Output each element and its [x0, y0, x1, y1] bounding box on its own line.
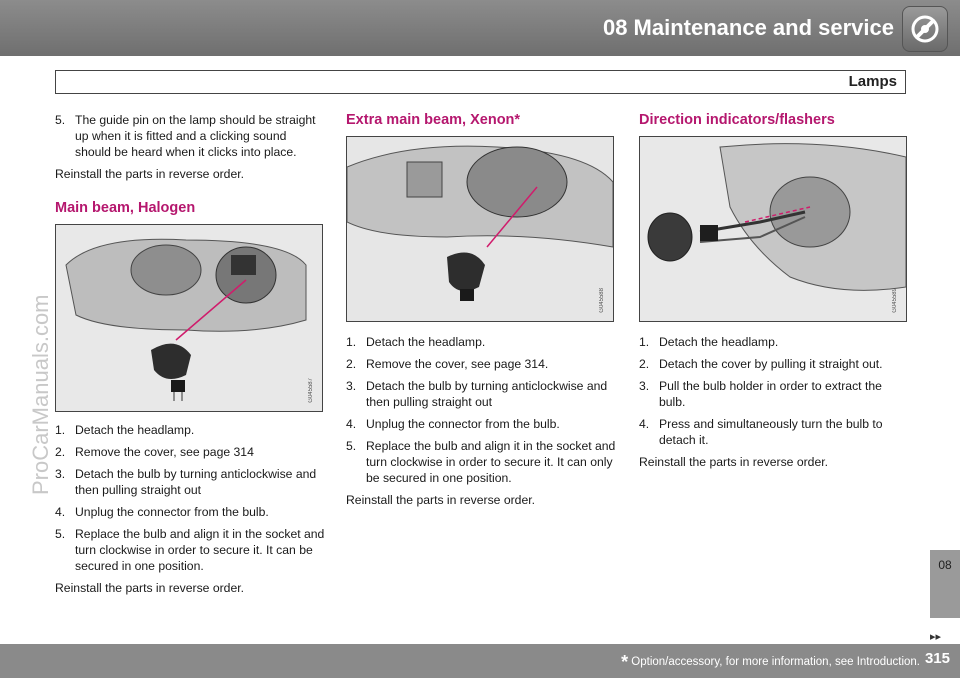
list-item: 5.Replace the bulb and align it in the s…: [346, 439, 616, 485]
chapter-title: 08 Maintenance and service: [602, 15, 894, 40]
side-tab-label: 08: [938, 558, 952, 572]
figure-code: G045589: [892, 288, 898, 313]
list-item: 1.Detach the headlamp.: [639, 335, 779, 349]
list-item: 2.Remove the cover, see page 314: [55, 445, 254, 459]
intro-step-list: 5. The guide pin on the lamp should be s…: [55, 112, 325, 160]
reinstall-text: Reinstall the parts in reverse order.: [639, 455, 828, 469]
footnote-text: Option/accessory, for more information, …: [631, 656, 920, 668]
footer-bar: * Option/accessory, for more information…: [0, 644, 960, 678]
next-page-arrows[interactable]: ▸▸: [930, 631, 942, 643]
list-item: 1.Detach the headlamp.: [55, 423, 195, 437]
figure-extra-main-beam-xenon: G045588: [346, 136, 614, 322]
list-item: 5.Replace the bulb and align it in the s…: [55, 527, 325, 573]
section-title: Lamps: [848, 73, 897, 90]
list-item: 3.Pull the bulb holder in order to extra…: [639, 379, 882, 409]
section-title-box: Lamps: [55, 70, 906, 94]
wrench-gear-icon: [902, 6, 948, 52]
reinstall-text: Reinstall the parts in reverse order.: [55, 167, 244, 181]
steps-direction-indicators: 1.Detach the headlamp. 2.Detach the cove…: [639, 334, 909, 448]
footnote: * Option/accessory, for more information…: [621, 652, 920, 673]
figure-code: G045588: [599, 288, 605, 313]
page-number: 315: [924, 650, 950, 667]
chapter-side-tab[interactable]: 08: [930, 550, 960, 618]
figure-main-beam-halogen: G045587: [55, 224, 323, 412]
list-item: 2.Detach the cover by pulling it straigh…: [639, 357, 883, 371]
figure-direction-indicators: G045589: [639, 136, 907, 322]
steps-main-beam-halogen: 1.Detach the headlamp. 2.Remove the cove…: [55, 422, 325, 574]
list-item: 1.Detach the headlamp.: [346, 335, 486, 349]
footnote-star: *: [621, 652, 629, 672]
list-item: 2.Remove the cover, see page 314.: [346, 357, 549, 371]
step-number: 5.: [55, 113, 66, 127]
reinstall-text: Reinstall the parts in reverse order.: [346, 493, 535, 507]
column-1: 5. The guide pin on the lamp should be s…: [55, 112, 325, 604]
reinstall-text: Reinstall the parts in reverse order.: [55, 581, 244, 595]
heading-direction-indicators: Direction indicators/flashers: [639, 112, 835, 128]
step-text: The guide pin on the lamp should be stra…: [75, 113, 316, 159]
heading-main-beam-halogen: Main beam, Halogen: [55, 200, 196, 216]
intro-step: 5. The guide pin on the lamp should be s…: [55, 112, 325, 160]
watermark: ProCarManuals.com: [28, 294, 53, 495]
chapter-header-bar: 08 Maintenance and service: [0, 0, 960, 56]
steps-extra-main-beam-xenon: 1.Detach the headlamp. 2.Remove the cove…: [346, 334, 616, 486]
list-item: 3.Detach the bulb by turning anticlockwi…: [55, 467, 317, 497]
list-item: 4.Press and simultaneously turn the bulb…: [639, 417, 883, 447]
figure-code: G045587: [308, 378, 314, 403]
heading-extra-main-beam-xenon: Extra main beam, Xenon*: [346, 112, 521, 128]
list-item: 4.Unplug the connector from the bulb.: [346, 417, 560, 431]
column-3: Direction indicators/flashers G045589 1.…: [639, 112, 909, 478]
list-item: 3.Detach the bulb by turning anticlockwi…: [346, 379, 608, 409]
list-item: 4.Unplug the connector from the bulb.: [55, 505, 269, 519]
column-2: Extra main beam, Xenon* G045588 1.Detach…: [346, 112, 616, 516]
